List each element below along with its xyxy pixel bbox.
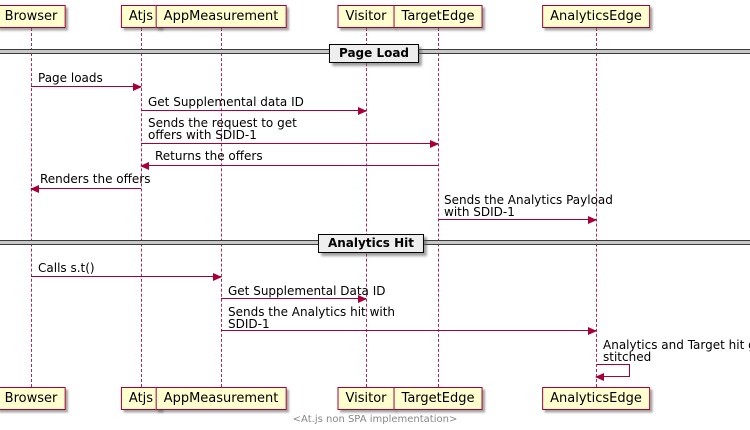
participant-bottom-atjs: Atjs	[120, 387, 162, 410]
message-line: with SDID-1	[444, 205, 515, 219]
divider-label-page-load: Page Load	[328, 44, 420, 63]
participant-bottom-analyticsedge: AnalyticsEdge	[542, 387, 650, 410]
message-analytics-payload: Sends the Analytics Payload with SDID-1	[444, 194, 613, 218]
divider-label-analytics-hit: Analytics Hit	[317, 234, 425, 253]
lifeline-targetedge	[438, 28, 439, 387]
arrow-appmeasurement-to-analyticsedge	[221, 326, 597, 335]
arrow-targetedge-to-analyticsedge	[438, 215, 597, 224]
participant-top-targetedge: TargetEdge	[393, 5, 483, 28]
arrow-targetedge-to-atjs	[140, 161, 438, 170]
diagram-caption: <At.js non SPA implementation>	[292, 414, 458, 425]
message-analytics-hit: Sends the Analytics hit with SDID-1	[228, 306, 395, 330]
message-line: Sends the Analytics hit with	[228, 305, 396, 319]
arrow-appmeasurement-to-visitor	[221, 294, 367, 303]
message-line: SDID-1	[228, 317, 270, 331]
participant-top-appmeasurement: AppMeasurement	[155, 5, 287, 28]
participant-bottom-appmeasurement: AppMeasurement	[155, 387, 287, 410]
message-calls-st: Calls s.t()	[38, 261, 95, 275]
message-request-offers: Sends the request to get offers with SDI…	[148, 117, 297, 141]
message-line: Sends the request to get	[148, 116, 297, 130]
message-line: offers with SDID-1	[148, 128, 257, 142]
arrow-atjs-to-browser	[30, 184, 141, 193]
participant-top-visitor: Visitor	[337, 5, 395, 28]
participant-bottom-browser: Browser	[0, 387, 66, 410]
arrow-atjs-to-visitor	[141, 106, 367, 115]
message-line: Analytics and Target hit get	[603, 338, 750, 352]
message-page-loads: Page loads	[38, 71, 103, 85]
message-renders-offers: Renders the offers	[40, 172, 151, 186]
message-get-sdid: Get Supplemental data ID	[148, 95, 304, 109]
self-arrow-analyticsedge	[595, 364, 630, 381]
participant-top-analyticsedge: AnalyticsEdge	[542, 5, 650, 28]
lifeline-appmeasurement	[221, 28, 222, 387]
message-line: Sends the Analytics Payload	[444, 193, 613, 207]
message-stitched: Analytics and Target hit get stitched	[603, 339, 750, 363]
participant-top-browser: Browser	[0, 5, 66, 28]
message-get-sdid-2: Get Supplemental Data ID	[228, 284, 386, 298]
participant-bottom-visitor: Visitor	[337, 387, 395, 410]
arrow-browser-to-atjs	[31, 82, 142, 91]
arrow-atjs-to-targetedge	[141, 139, 439, 148]
participant-bottom-targetedge: TargetEdge	[393, 387, 483, 410]
arrow-browser-to-appmeasurement	[31, 272, 222, 281]
lifeline-browser	[31, 28, 32, 387]
lifeline-visitor	[366, 28, 367, 387]
lifeline-atjs	[141, 28, 142, 387]
message-returns-offers: Returns the offers	[155, 149, 263, 163]
message-line: stitched	[603, 350, 652, 364]
lifeline-analyticsedge	[596, 28, 597, 387]
